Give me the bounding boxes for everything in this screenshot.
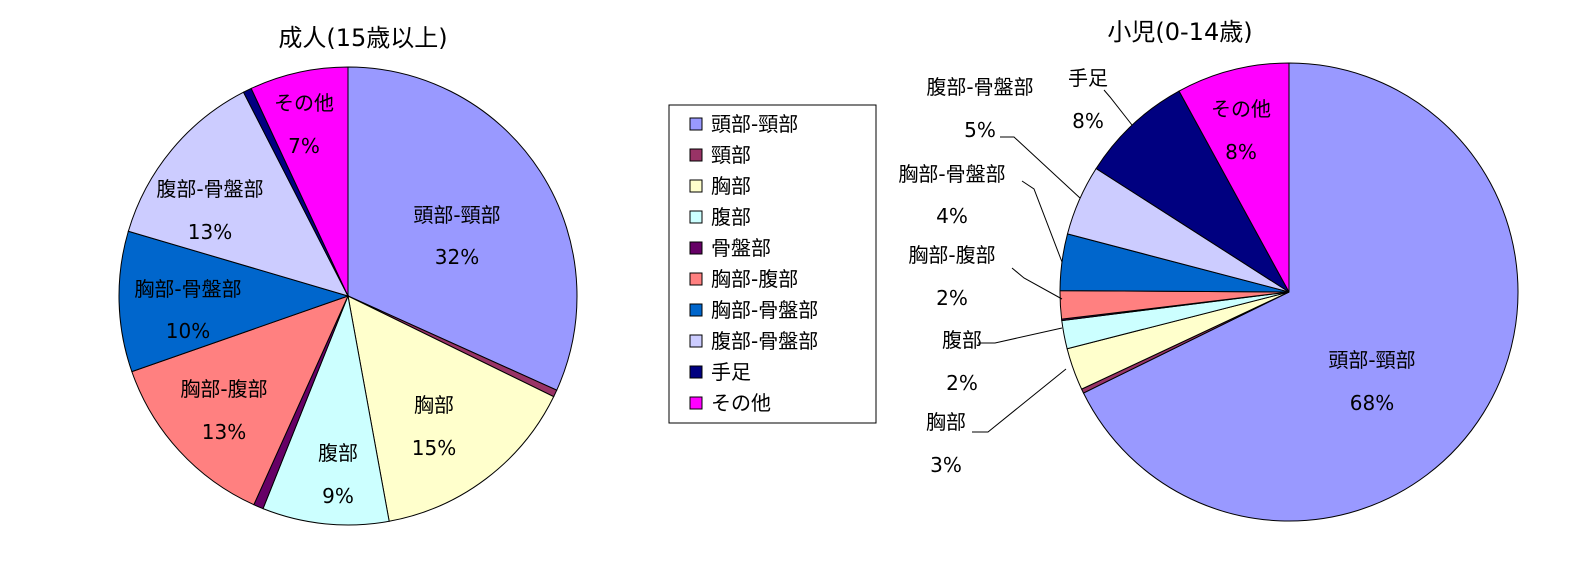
adult-slice-pct-5: 13% bbox=[202, 420, 246, 444]
adult-slice-label-2: 胸部 bbox=[414, 393, 454, 417]
child-slice-label-8: 手足 bbox=[1068, 66, 1108, 90]
child-slice-pct-7: 5% bbox=[964, 118, 996, 142]
adult-slice-2 bbox=[347, 295, 555, 522]
child-slice-label-9: その他 bbox=[1211, 97, 1271, 121]
adult-slice-0 bbox=[347, 66, 578, 391]
child-slice-pct-0: 68% bbox=[1350, 391, 1394, 415]
child-leader-line-3 bbox=[978, 327, 1063, 344]
child-slice-label-6: 胸部-骨盤部 bbox=[898, 162, 1005, 186]
adult-slice-label-0: 頭部-頸部 bbox=[413, 203, 500, 227]
legend-entry-0: 頭部-頸部 bbox=[711, 112, 798, 136]
child-slice-0 bbox=[1082, 62, 1519, 522]
legend-swatch-5 bbox=[689, 272, 703, 286]
legend-entry-6: 胸部-骨盤部 bbox=[711, 298, 818, 322]
child-chart-title: 小児(0-14歳) bbox=[1107, 18, 1252, 46]
child-leader-line-7 bbox=[1000, 136, 1081, 199]
legend-swatch-6 bbox=[689, 303, 703, 317]
child-leader-line-5 bbox=[1011, 267, 1063, 300]
adult-slice-label-9: その他 bbox=[274, 91, 334, 115]
legend-entry-1: 頸部 bbox=[711, 143, 751, 167]
adult-slice-7 bbox=[127, 91, 349, 297]
legend-entry-4: 骨盤部 bbox=[711, 236, 771, 260]
child-slice-8 bbox=[1095, 90, 1290, 293]
legend-swatch-0 bbox=[689, 117, 703, 131]
adult-slice-pct-7: 13% bbox=[188, 220, 232, 244]
adult-slice-pct-6: 10% bbox=[166, 319, 210, 343]
legend-swatch-2 bbox=[689, 179, 703, 193]
child-slice-pct-6: 4% bbox=[936, 204, 968, 228]
adult-slice-pct-9: 7% bbox=[288, 134, 320, 158]
adult-chart-title: 成人(15歳以上) bbox=[278, 24, 447, 52]
adult-slice-3 bbox=[262, 294, 390, 526]
child-slice-pct-2: 3% bbox=[930, 453, 962, 477]
adult-pie-chart: 成人(15歳以上) 頭部-頸部 32% 胸部 15% 腹部 9% 胸部-腹部 13% 胸部-骨盤… bbox=[118, 24, 578, 526]
legend-entry-3: 腹部 bbox=[711, 205, 751, 229]
child-leader-line-6 bbox=[1021, 180, 1063, 263]
child-slice-label-0: 頭部-頸部 bbox=[1328, 348, 1415, 372]
legend-swatch-8 bbox=[689, 365, 703, 379]
legend-box bbox=[668, 104, 877, 424]
child-slice-label-3: 腹部 bbox=[942, 328, 982, 352]
adult-slice-label-6: 胸部-骨盤部 bbox=[134, 277, 241, 301]
child-pie-chart: 小児(0-14歳) 頭部-頸部 68% 胸部 3% 腹部 2% 胸部-腹部 2% 胸部-骨盤部 4… bbox=[898, 18, 1519, 522]
adult-slice-label-7: 腹部-骨盤部 bbox=[156, 177, 263, 201]
adult-slice-5 bbox=[131, 295, 349, 506]
child-slice-9 bbox=[1178, 62, 1290, 293]
adult-slice-label-5: 胸部-腹部 bbox=[180, 377, 267, 401]
legend-swatch-3 bbox=[689, 210, 703, 224]
legend-entry-8: 手足 bbox=[711, 360, 751, 384]
legend-swatch-9 bbox=[689, 396, 703, 410]
adult-slice-pct-3: 9% bbox=[322, 484, 354, 508]
child-slice-pct-5: 2% bbox=[936, 286, 968, 310]
legend-swatch-7 bbox=[689, 334, 703, 348]
adult-slice-9 bbox=[250, 66, 349, 297]
legend-entry-5: 胸部-腹部 bbox=[711, 267, 798, 291]
legend-swatch-4 bbox=[689, 241, 703, 255]
child-leader-line-8 bbox=[1103, 89, 1133, 126]
legend-entry-9: その他 bbox=[711, 391, 771, 415]
child-slice-pct-3: 2% bbox=[946, 371, 978, 395]
child-leader-line-2 bbox=[972, 368, 1067, 433]
legend-entry-2: 胸部 bbox=[711, 174, 751, 198]
child-slice-label-2: 胸部 bbox=[926, 410, 966, 434]
child-slice-label-5: 胸部-腹部 bbox=[908, 243, 995, 267]
adult-slice-label-3: 腹部 bbox=[318, 441, 358, 465]
child-slice-pct-8: 8% bbox=[1072, 109, 1104, 133]
legend-entry-7: 腹部-骨盤部 bbox=[711, 329, 818, 353]
adult-slice-pct-2: 15% bbox=[412, 436, 456, 460]
legend-swatch-1 bbox=[689, 148, 703, 162]
child-slice-pct-9: 8% bbox=[1225, 140, 1257, 164]
child-slice-label-7: 腹部-骨盤部 bbox=[926, 75, 1033, 99]
adult-slice-6 bbox=[118, 230, 350, 373]
adult-slice-pct-0: 32% bbox=[435, 245, 479, 269]
